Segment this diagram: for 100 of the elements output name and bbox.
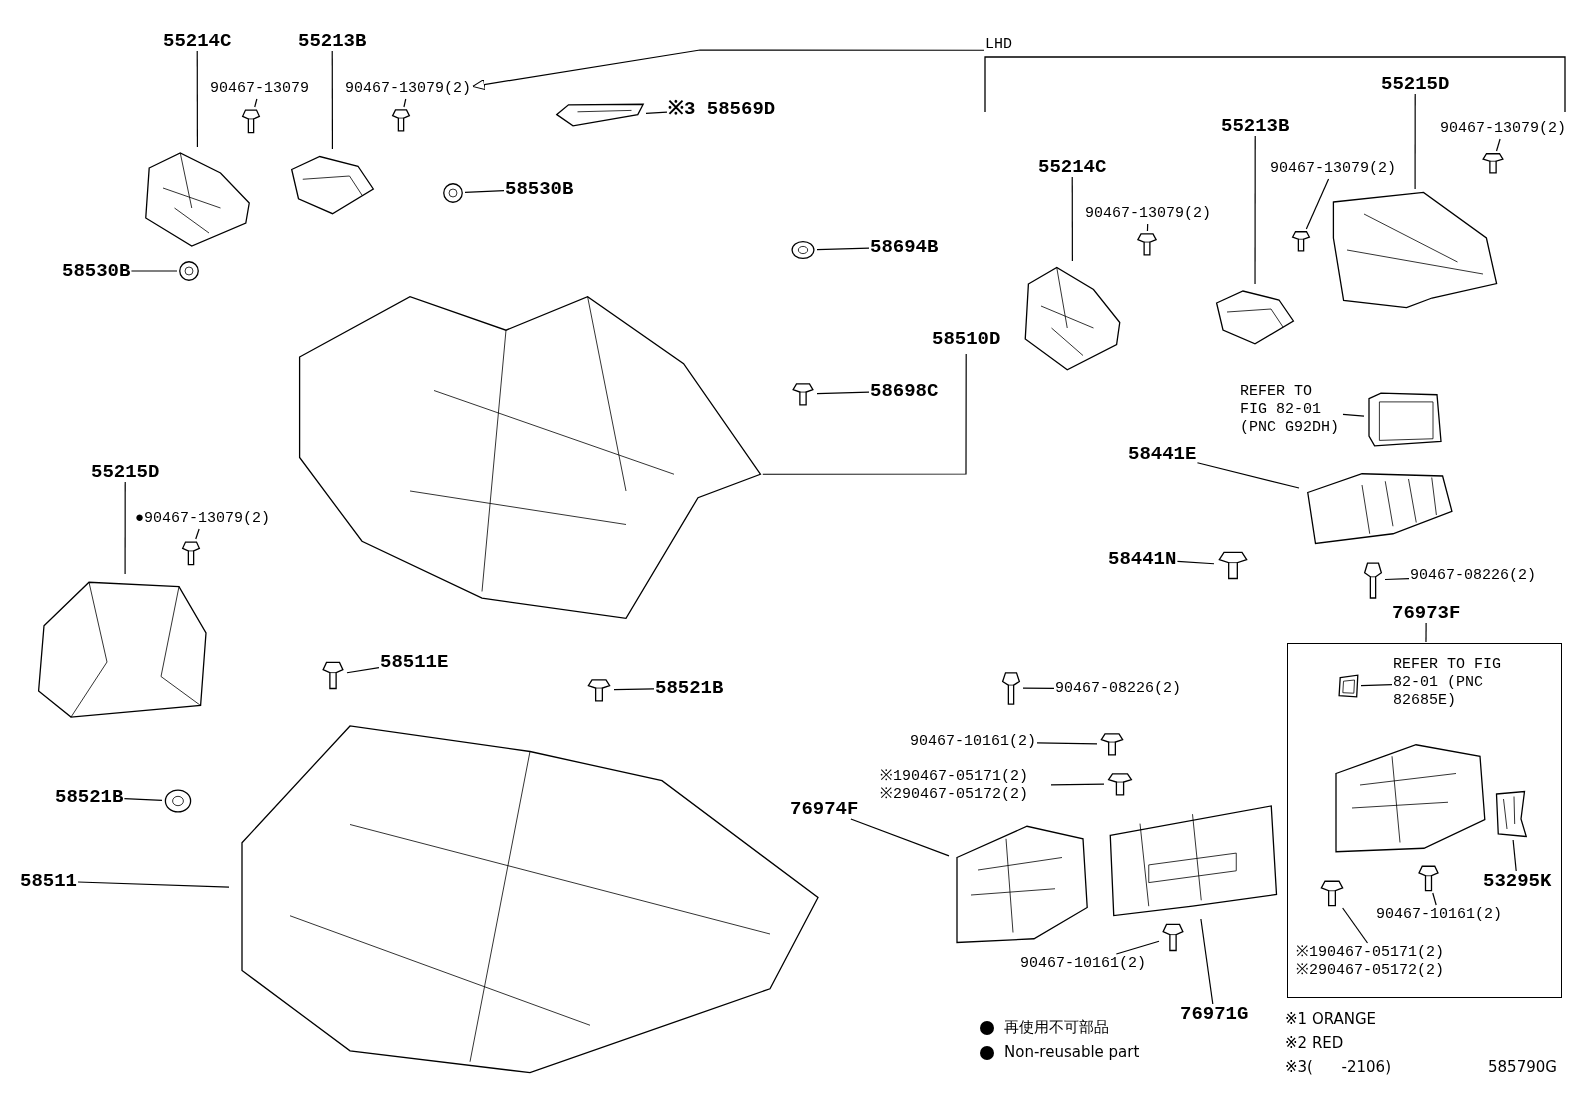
- clip-drawing: [180, 540, 202, 566]
- leader-line: [1360, 684, 1393, 687]
- part-number: 76971G: [1180, 1005, 1249, 1023]
- clip-drawing: [1105, 772, 1135, 796]
- part-number: 90467-10161(2): [1376, 906, 1503, 924]
- cover-panel-drawing: [1330, 190, 1500, 310]
- clip-drawing: [1480, 152, 1506, 174]
- part-number: ●90467-13079(2): [135, 510, 271, 528]
- part-number: 90467-13079(2): [1085, 205, 1212, 223]
- leader-line: [1146, 223, 1149, 232]
- plate-drawing: [1338, 674, 1360, 698]
- part-number: 58530B: [62, 262, 131, 280]
- grommet-drawing: [442, 182, 464, 204]
- part-number: 90467-13079: [210, 80, 310, 98]
- part-number: 58441E: [1128, 445, 1197, 463]
- part-number: 90467-13079(2): [345, 80, 472, 98]
- leader-line: [1200, 918, 1214, 1005]
- leader-line: [130, 270, 178, 272]
- leader-line: [762, 353, 967, 475]
- clip-drawing: [320, 660, 346, 690]
- part-number: 55214C: [163, 32, 232, 50]
- leader-line: [77, 881, 230, 888]
- leader-line: [1342, 907, 1369, 944]
- leader-line: [331, 50, 334, 150]
- group-frame: [1287, 643, 1562, 998]
- grommet-drawing: [178, 260, 200, 282]
- clip-drawing: [1362, 560, 1384, 600]
- clip-drawing: [790, 382, 816, 406]
- leader-line: [1036, 742, 1098, 745]
- reference-note: ※190467-05171(2) ※290467-05172(2): [1296, 944, 1466, 980]
- part-number: LHD: [985, 36, 1012, 54]
- footnote: ※1 ORANGE: [1285, 1010, 1377, 1028]
- leader-line: [1512, 839, 1517, 872]
- leader-line: [195, 528, 200, 540]
- part-number: 90467-13079(2): [1270, 160, 1397, 178]
- part-number: 58521B: [55, 788, 124, 806]
- part-number: 58511E: [380, 653, 449, 671]
- arrow: [472, 49, 985, 90]
- leader-line: [254, 98, 258, 108]
- leader-line: [1254, 135, 1256, 285]
- part-number: 53295K: [1483, 872, 1552, 890]
- part-number: 90467-10161(2): [910, 733, 1037, 751]
- leader-line: [196, 50, 198, 148]
- footnote: ※3( -2106): [1285, 1058, 1391, 1076]
- footnote: ※2 RED: [1285, 1034, 1344, 1052]
- leader-line: [816, 391, 870, 395]
- leader-line: [1022, 687, 1055, 689]
- part-number: 90467-08226(2): [1055, 680, 1182, 698]
- storage-box-drawing: [1365, 392, 1445, 447]
- part-number: 55213B: [298, 32, 367, 50]
- part-number: 58694B: [870, 238, 939, 256]
- part-number: ※3 58569D: [668, 100, 776, 118]
- leader-line: [850, 818, 950, 857]
- clip-drawing: [390, 108, 412, 132]
- part-number: 76973F: [1392, 604, 1461, 622]
- leader-line: [1342, 413, 1365, 417]
- leader-line: [464, 190, 505, 194]
- leader-line: [403, 98, 407, 108]
- leader-line: [1115, 940, 1160, 955]
- legend-text: Non-reusable part: [1004, 1043, 1140, 1061]
- clip-drawing: [1000, 670, 1022, 706]
- part-number: 55214C: [1038, 158, 1107, 176]
- clip-drawing: [585, 678, 613, 702]
- legend-text: 再使用不可部品: [1004, 1018, 1109, 1037]
- reference-note: ※190467-05171(2) ※290467-05172(2): [880, 768, 1050, 804]
- part-number: 90467-13079(2): [1440, 120, 1567, 138]
- leader-line: [1432, 892, 1437, 906]
- part-number: 55213B: [1221, 117, 1290, 135]
- reference-note: REFER TO FIG 82-01 (PNC 82685E): [1393, 656, 1505, 710]
- clip-drawing: [1160, 922, 1186, 952]
- clip-drawing: [1318, 879, 1346, 907]
- part-number: 90467-08226(2): [1410, 567, 1537, 585]
- clip-drawing: [240, 108, 262, 134]
- clip-drawing: [1098, 732, 1126, 756]
- part-number: 76974F: [790, 800, 859, 818]
- part-number: 55215D: [91, 463, 160, 481]
- bracket-piece-drawing: [1493, 789, 1528, 839]
- part-number: 58510D: [932, 330, 1001, 348]
- grommet-drawing: [163, 788, 193, 814]
- leader-line: [124, 481, 126, 575]
- figure-number: 585790G: [1488, 1058, 1557, 1076]
- part-number: 58511: [20, 872, 77, 890]
- reference-note: REFER TO FIG 82-01 (PNC G92DH): [1240, 383, 1342, 437]
- clip-drawing: [1135, 232, 1159, 256]
- leader-line: [816, 247, 870, 251]
- part-number: 58441N: [1108, 550, 1177, 568]
- leader-line: [1414, 93, 1416, 190]
- leader-line: [1425, 622, 1427, 643]
- leader-line: [123, 798, 163, 801]
- clip-drawing: [1416, 864, 1441, 892]
- leader-line: [645, 111, 668, 114]
- leader-line: [1305, 178, 1330, 230]
- leader-line: [1050, 783, 1105, 786]
- clip-drawing: [1290, 230, 1312, 252]
- leader-line: [613, 688, 655, 691]
- part-number: 58521B: [655, 679, 724, 697]
- part-number: 58698C: [870, 382, 939, 400]
- leader-line: [1384, 577, 1410, 581]
- leader-line: [1176, 560, 1215, 565]
- leader-line: [1071, 176, 1073, 262]
